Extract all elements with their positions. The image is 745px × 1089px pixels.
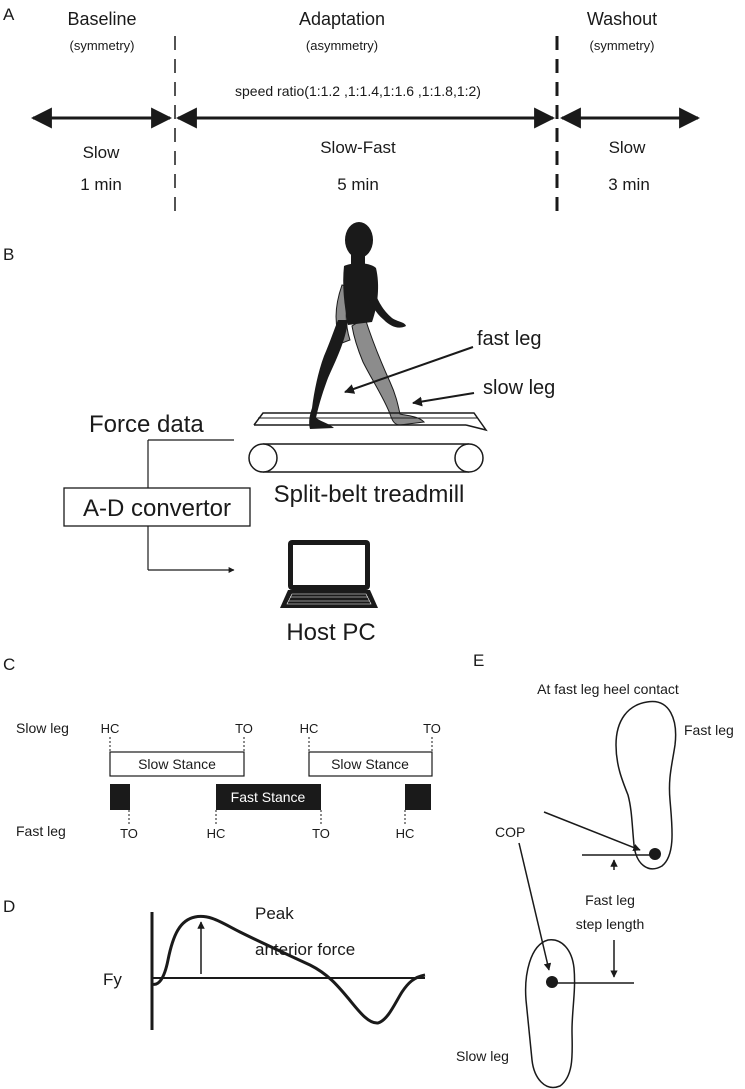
cop-pointer-slow: [518, 842, 552, 971]
fast-stance-label: Fast Stance: [231, 789, 306, 805]
slow-hc-label-1: HC: [101, 721, 120, 736]
panel-a: A Baseline (symmetry) Adaptation (asymme…: [3, 5, 701, 215]
fast-to-label-1: TO: [120, 826, 138, 841]
panel-d: D Fy Peak anterior force: [3, 897, 426, 1030]
slow-stance-bar-1: [109, 751, 245, 777]
adaptation-title: Adaptation: [299, 9, 385, 29]
anterior-force-label: anterior force: [255, 940, 355, 959]
adaptation-speed: Slow-Fast: [320, 138, 396, 157]
panel-label-d: D: [3, 897, 15, 916]
peak-label: Peak: [255, 904, 294, 923]
laptop-icon: [280, 540, 378, 608]
adaptation-duration: 5 min: [337, 175, 379, 194]
washout-subtitle: (symmetry): [590, 38, 655, 53]
cop-label: COP: [495, 824, 525, 840]
cop-pointer-fast: [543, 811, 641, 852]
fast-leg-row-label: Fast leg: [16, 823, 66, 839]
washout-speed: Slow: [609, 138, 647, 157]
panel-c: C Slow leg Fast leg HC TO HC TO Slow Sta…: [3, 655, 441, 841]
force-data-label: Force data: [89, 411, 204, 438]
adaptation-subtitle: (asymmetry): [306, 38, 378, 53]
treadmill-icon: [248, 412, 488, 473]
fast-leg-foot-label: Fast leg: [684, 722, 734, 738]
fast-leg-pointer: [344, 346, 474, 394]
baseline-title: Baseline: [67, 9, 136, 29]
slow-leg-pointer: [412, 392, 475, 407]
fast-foot-icon: [615, 700, 677, 870]
panel-label-a: A: [3, 5, 15, 24]
ad-convertor-box: [63, 487, 251, 527]
slow-to-label-2: TO: [423, 721, 441, 736]
panel-label-b: B: [3, 245, 14, 264]
fast-stance-bar-1: [216, 784, 321, 810]
washout-title: Washout: [587, 9, 657, 29]
baseline-speed: Slow: [83, 143, 121, 162]
fy-force-curve: [151, 914, 426, 1025]
slow-stance-bar-2: [308, 751, 433, 777]
fy-label: Fy: [103, 970, 122, 989]
speed-ratio-label: speed ratio(1:1.2 ,1:1.4,1:1.6 ,1:1.8,1:…: [235, 83, 481, 99]
step-length-label-1: Fast leg: [585, 892, 635, 908]
walking-person-icon: [309, 222, 426, 429]
panel-e-title: At fast leg heel contact: [537, 681, 679, 697]
baseline-duration: 1 min: [80, 175, 122, 194]
host-pc-label: Host PC: [286, 619, 375, 646]
washout-duration: 3 min: [608, 175, 650, 194]
slow-foot-cop-dot: [546, 976, 558, 988]
slow-leg-row-label: Slow leg: [16, 720, 69, 736]
fast-to-label-2: TO: [312, 826, 330, 841]
panel-label-e: E: [473, 651, 484, 670]
slow-leg-label: slow leg: [483, 377, 555, 399]
slow-stance-label-1: Slow Stance: [138, 756, 216, 772]
slow-leg-foot-label: Slow leg: [456, 1048, 509, 1064]
step-length-label-2: step length: [576, 916, 645, 932]
panel-label-c: C: [3, 655, 15, 674]
fast-stance-bar-0: [110, 784, 130, 810]
fast-stance-bar-2: [405, 784, 431, 810]
slow-to-label-1: TO: [235, 721, 253, 736]
slow-stance-label-2: Slow Stance: [331, 756, 409, 772]
baseline-subtitle: (symmetry): [70, 38, 135, 53]
ad-convertor-label: A-D convertor: [83, 495, 231, 522]
treadmill-label: Split-belt treadmill: [274, 481, 465, 508]
slow-foot-icon: [524, 939, 576, 1089]
slow-hc-label-2: HC: [300, 721, 319, 736]
panel-b: B: [3, 222, 555, 646]
fast-hc-label-1: HC: [207, 826, 226, 841]
fast-foot-cop-dot: [649, 848, 661, 860]
fast-hc-label-2: HC: [396, 826, 415, 841]
fast-leg-label: fast leg: [477, 328, 541, 350]
panel-e: E At fast leg heel contact Fast leg Slow…: [456, 651, 734, 1089]
